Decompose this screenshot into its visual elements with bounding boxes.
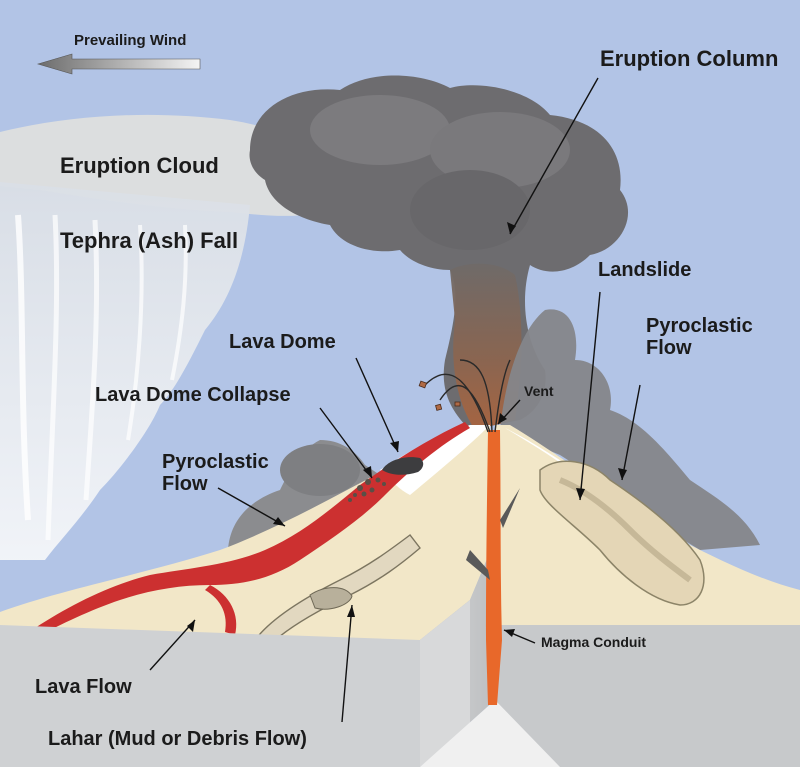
- label-pyroclastic-flow-left-line1: Pyroclastic: [162, 451, 269, 473]
- label-lava-dome: Lava Dome: [229, 331, 336, 353]
- label-eruption-column: Eruption Column: [600, 46, 779, 71]
- label-pyroclastic-flow-left-line2: Flow: [162, 473, 208, 496]
- lava-dome: [382, 457, 424, 475]
- label-landslide: Landslide: [598, 259, 692, 281]
- lava-dome-collapse-rubble: [348, 477, 386, 502]
- volcanic-bombs: [418, 380, 461, 411]
- tephra-ash-fall: [0, 182, 250, 560]
- cutaway-block-right-face: [495, 425, 800, 767]
- prevailing-wind-arrow: [36, 53, 201, 75]
- leader-lines: [149, 77, 641, 723]
- label-lava-flow: Lava Flow: [35, 676, 132, 698]
- leader-arrowheads: [187, 222, 627, 637]
- magma-conduit: [486, 430, 502, 705]
- label-prevailing-wind: Prevailing Wind: [74, 32, 187, 49]
- label-eruption-cloud: Eruption Cloud: [60, 153, 219, 178]
- pyroclastic-flow-right-cloud: [500, 309, 760, 550]
- label-pyroclastic-flow-right-line2: Flow: [646, 337, 692, 360]
- label-lahar: Lahar (Mud or Debris Flow): [48, 728, 307, 750]
- ejecta-trajectories: [424, 359, 511, 433]
- lava-flow: [35, 422, 470, 635]
- label-pyroclastic-flow-left: Pyroclastic Flow: [162, 451, 269, 496]
- label-lava-dome-collapse: Lava Dome Collapse: [95, 384, 291, 406]
- label-pyroclastic-flow-right-line1: Pyroclastic: [646, 315, 753, 337]
- label-tephra-fall: Tephra (Ash) Fall: [60, 228, 239, 253]
- label-magma-conduit: Magma Conduit: [541, 634, 646, 650]
- label-pyroclastic-flow-right: Pyroclastic Flow: [646, 315, 753, 360]
- label-vent: Vent: [524, 383, 554, 399]
- cutaway-block-left-face: [0, 625, 420, 767]
